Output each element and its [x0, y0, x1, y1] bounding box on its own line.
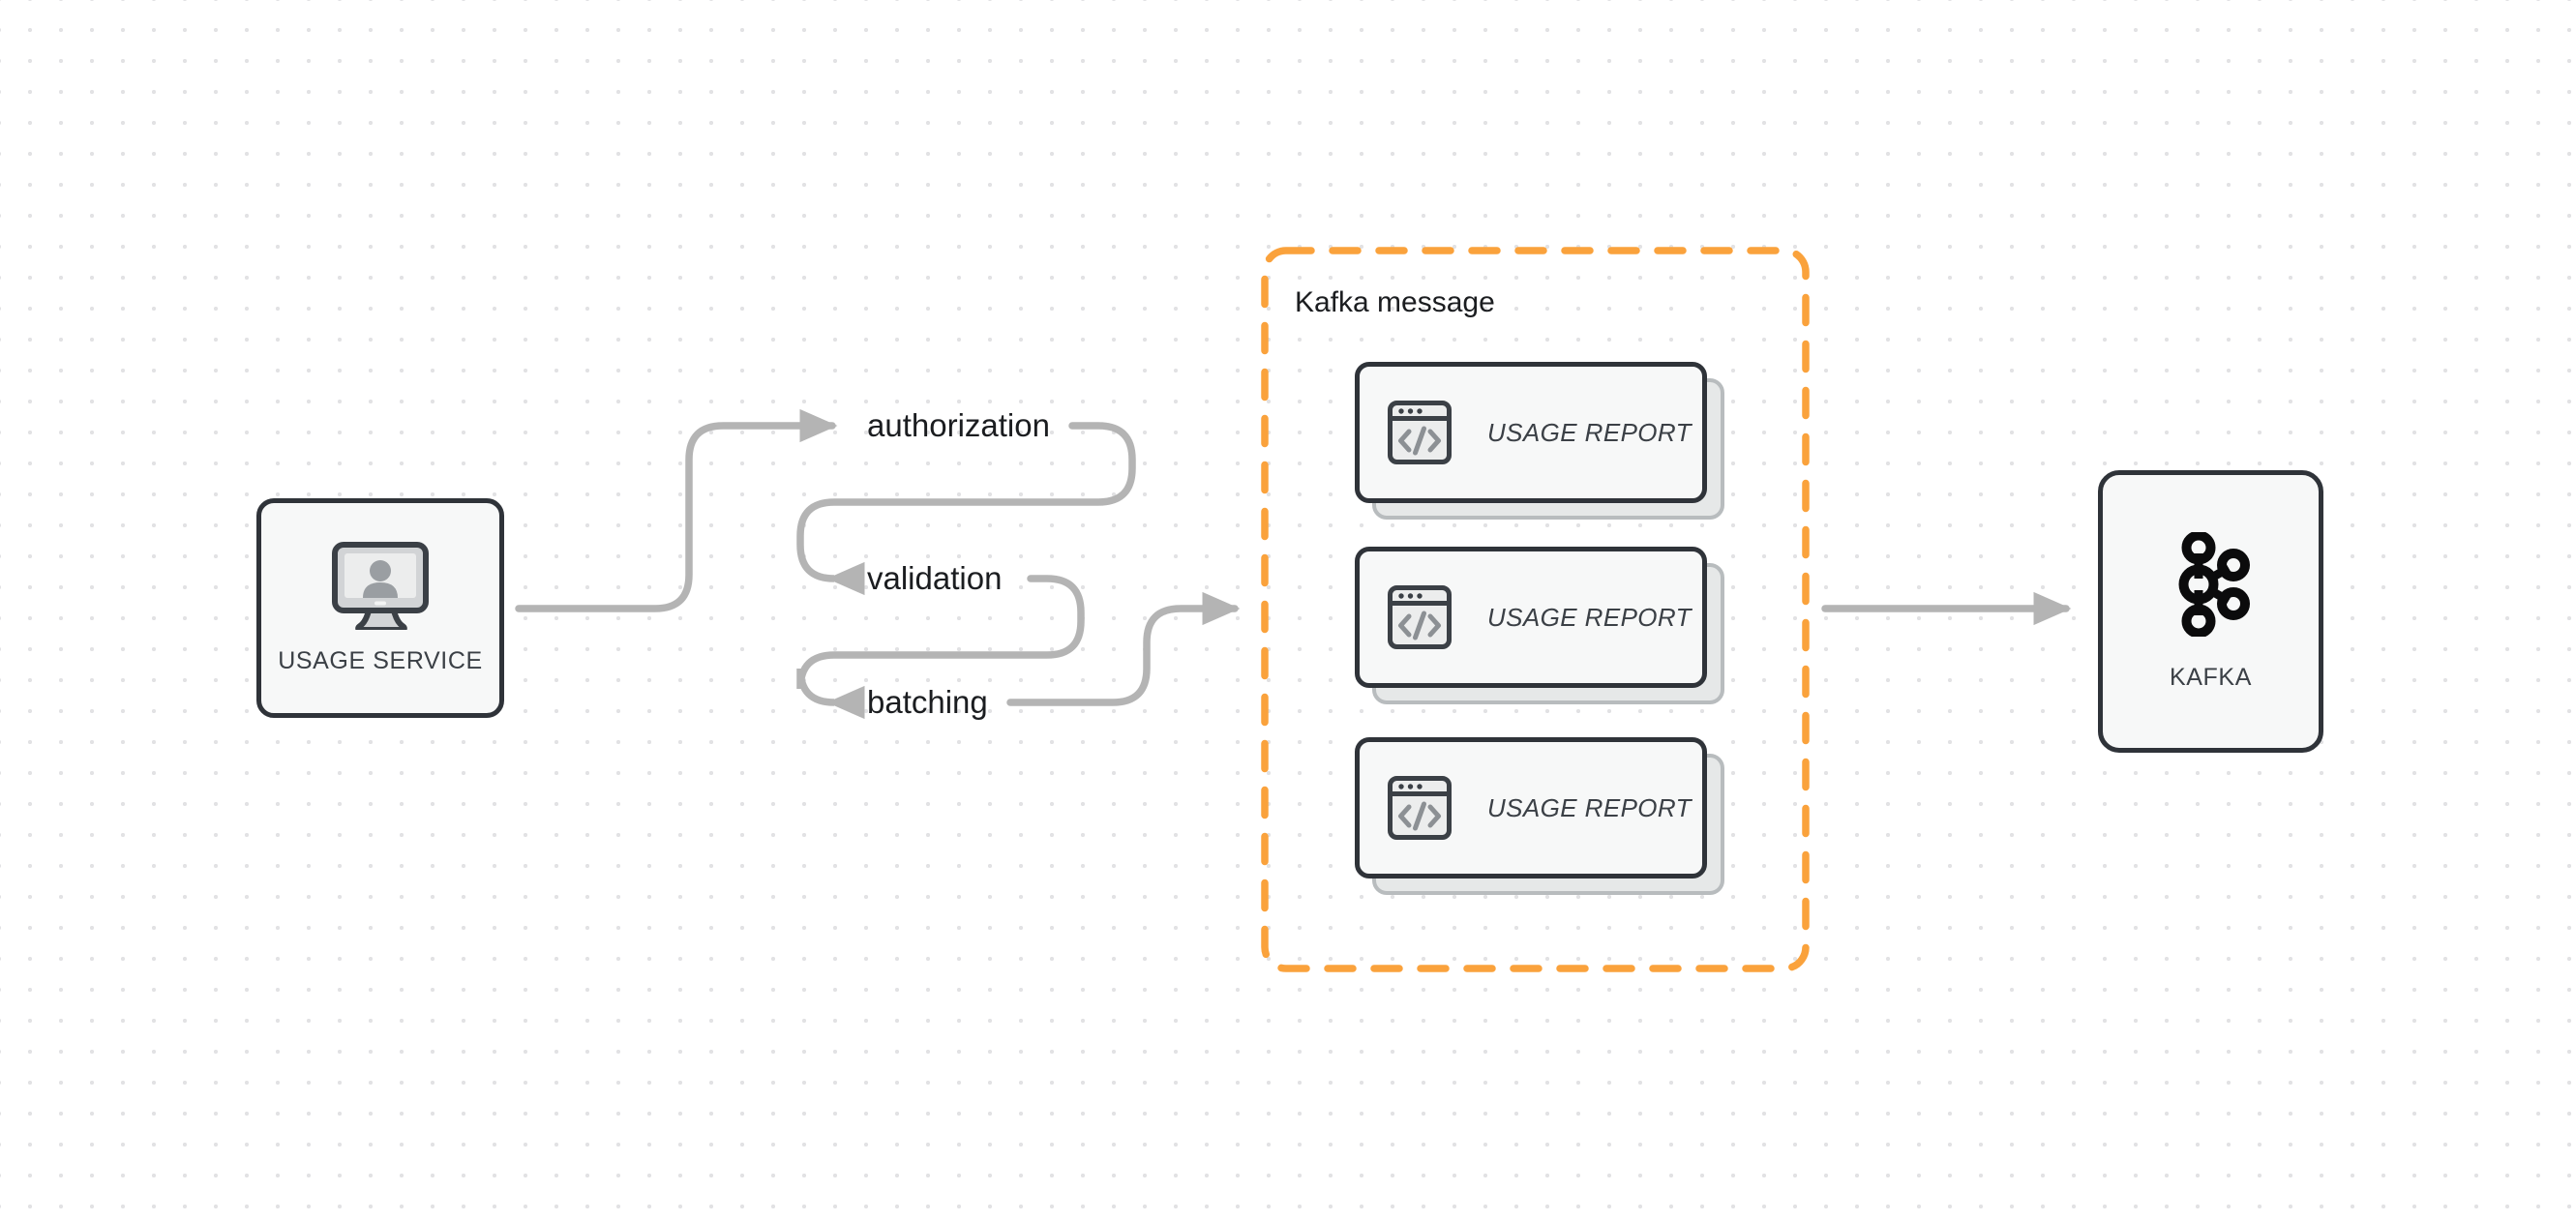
pipeline-step-validation[interactable]: validation: [867, 560, 1003, 596]
pipeline-step-batching[interactable]: batching: [867, 684, 988, 720]
edge-authorization-to-validation: [796, 422, 1136, 596]
node-kafka[interactable]: KAFKA: [2098, 470, 2323, 753]
usage-report-card-label: USAGE REPORT: [1487, 602, 1692, 632]
kafka-logo-icon: [2178, 531, 2250, 637]
edge-batching-to-kafka-message: [1006, 591, 1241, 706]
pipeline-step-authorization[interactable]: authorization: [867, 407, 1050, 443]
usage-report-card[interactable]: USAGE REPORT: [1355, 737, 1724, 895]
kafka-message-group[interactable]: Kafka message USAGE REPORT: [1261, 247, 1810, 972]
node-usage-service[interactable]: USAGE SERVICE: [256, 498, 504, 718]
usage-report-card-label: USAGE REPORT: [1487, 417, 1692, 447]
kafka-message-group-title: Kafka message: [1295, 286, 1495, 318]
node-usage-service-label: USAGE SERVICE: [278, 647, 483, 674]
usage-report-card[interactable]: USAGE REPORT: [1355, 547, 1724, 704]
node-kafka-label: KAFKA: [2170, 663, 2252, 691]
usage-report-card-label: USAGE REPORT: [1487, 792, 1692, 822]
usage-report-card[interactable]: USAGE REPORT: [1355, 362, 1724, 520]
edge-validation-to-batching: [796, 575, 1085, 720]
monitor-user-icon: [332, 542, 429, 630]
edge-usage-service-to-authorization: [515, 408, 838, 612]
code-window-icon: [1388, 585, 1452, 649]
code-window-icon: [1388, 776, 1452, 840]
code-window-icon: [1388, 401, 1452, 464]
